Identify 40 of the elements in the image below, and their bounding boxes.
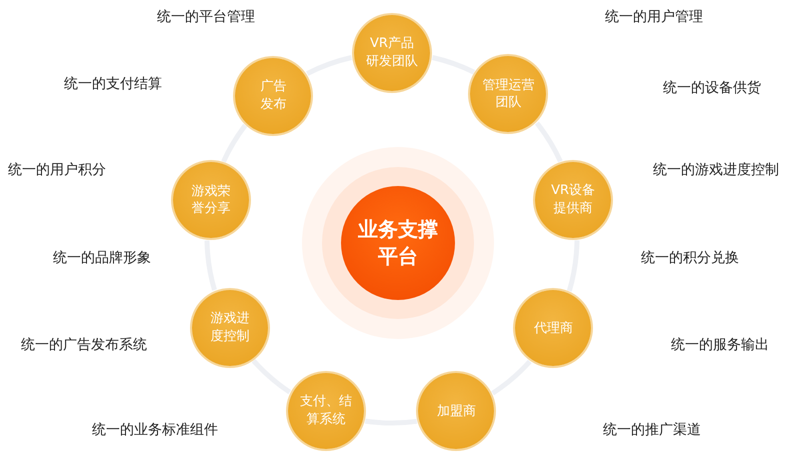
orbit-circle xyxy=(470,56,546,132)
node-label: 广告发布 xyxy=(259,78,288,114)
node-label: 游戏荣誉分享 xyxy=(190,182,232,218)
ring-connector xyxy=(204,240,217,291)
ring-connector xyxy=(534,122,563,162)
node-label: 管理运营团队 xyxy=(481,76,536,112)
feature-label: 统一的积分兑换 xyxy=(641,249,739,267)
ring-connector xyxy=(432,55,476,74)
node-label: 支付、结算系统 xyxy=(298,393,353,428)
ring-connector xyxy=(491,360,532,396)
orbit-circle xyxy=(418,373,494,450)
node-label: 加盟商 xyxy=(436,402,477,420)
orbit-circle xyxy=(354,15,430,91)
orbit-circle xyxy=(235,58,312,134)
feature-label: 统一的设备供货 xyxy=(663,79,761,97)
ring-connector xyxy=(306,55,352,76)
orbit-circle xyxy=(535,162,612,238)
orbit-circle xyxy=(192,290,268,366)
orbit-circle xyxy=(515,290,592,366)
ring-connector xyxy=(364,418,418,426)
feature-label: 统一的用户管理 xyxy=(605,8,703,26)
feature-label: 统一的品牌形象 xyxy=(53,249,151,267)
ring-connector xyxy=(221,124,248,163)
feature-label: 统一的服务输出 xyxy=(671,336,769,354)
feature-label: 统一的游戏进度控制 xyxy=(653,161,779,179)
node-label: VR产品研发团队 xyxy=(365,35,419,71)
ring-connector xyxy=(252,358,292,394)
node-label: 业务支撑平台 xyxy=(357,216,439,270)
feature-label: 统一的用户积分 xyxy=(8,161,106,179)
feature-label: 统一的平台管理 xyxy=(157,8,255,26)
node-label: 代理商 xyxy=(532,320,574,338)
node-label: VR设备提供商 xyxy=(550,182,596,218)
feature-label: 统一的推广渠道 xyxy=(603,421,701,439)
feature-label: 统一的业务标准组件 xyxy=(92,421,218,439)
feature-label: 统一的支付结算 xyxy=(64,75,162,93)
orbit-circle xyxy=(172,162,249,238)
feature-label: 统一的广告发布系统 xyxy=(21,336,147,354)
ring-connector xyxy=(566,240,580,292)
orbit-circle xyxy=(288,372,364,449)
node-label: 游戏进度控制 xyxy=(210,310,251,346)
